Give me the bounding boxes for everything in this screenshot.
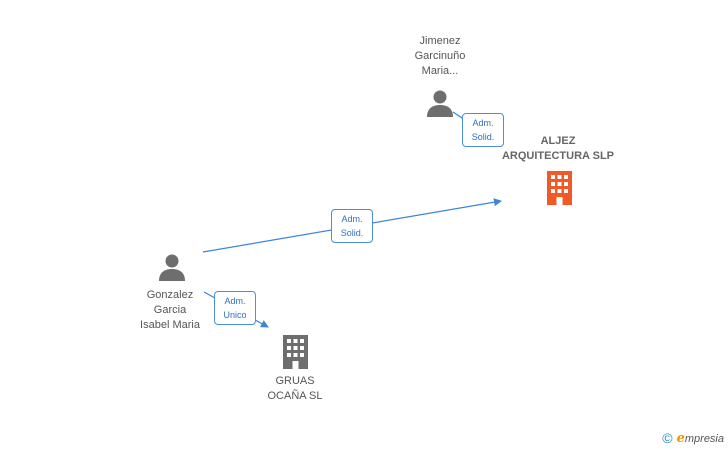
node-label-line: ALJEZ bbox=[540, 135, 576, 147]
building-icon-gruas[interactable] bbox=[280, 335, 311, 369]
brand-logo-rest: mpresia bbox=[684, 432, 724, 445]
brand-logo-initial: e bbox=[676, 430, 685, 446]
edge-badge-line: Unico bbox=[223, 310, 247, 320]
person-icon-jimenez[interactable] bbox=[425, 88, 455, 118]
edge-badge-jimenez-aljez[interactable]: Adm. Solid. bbox=[462, 113, 504, 147]
edge-badge-line: Adm. bbox=[472, 118, 494, 128]
copyright-brand[interactable]: © empresia bbox=[662, 430, 724, 446]
node-label-line: ARQUITECTURA SLP bbox=[501, 150, 615, 162]
node-label-line: Garcia bbox=[153, 304, 187, 316]
edge-badge-gonzalez-aljez[interactable]: Adm. Solid. bbox=[331, 209, 373, 243]
node-label-line: Jimenez bbox=[419, 35, 461, 47]
edge-badge-line: Solid. bbox=[471, 132, 495, 142]
edge-badge-gonzalez-gruas[interactable]: Adm. Unico bbox=[214, 291, 256, 325]
node-label-line: GRUAS bbox=[275, 375, 315, 387]
edge-badge-line: Solid. bbox=[340, 228, 364, 238]
node-label-line: Maria... bbox=[421, 65, 459, 77]
brand-logo: empresia bbox=[677, 431, 724, 446]
node-label-gonzalez[interactable]: Gonzalez Garcia Isabel Maria bbox=[120, 288, 220, 333]
building-icon-aljez[interactable] bbox=[544, 171, 575, 205]
person-icon-gonzalez[interactable] bbox=[157, 252, 187, 282]
copyright-icon: © bbox=[662, 430, 673, 446]
edge-badge-line: Adm. bbox=[341, 214, 363, 224]
node-label-line: Gonzalez bbox=[146, 289, 194, 301]
node-label-aljez[interactable]: ALJEZ ARQUITECTURA SLP bbox=[493, 134, 623, 164]
node-label-line: Garcinuño bbox=[414, 50, 466, 62]
edge-badge-line: Adm. bbox=[224, 296, 246, 306]
node-label-jimenez[interactable]: Jimenez Garcinuño Maria... bbox=[390, 34, 490, 79]
node-label-line: OCAÑA SL bbox=[267, 390, 323, 402]
node-label-gruas[interactable]: GRUAS OCAÑA SL bbox=[245, 374, 345, 404]
node-label-line: Isabel Maria bbox=[140, 319, 200, 331]
